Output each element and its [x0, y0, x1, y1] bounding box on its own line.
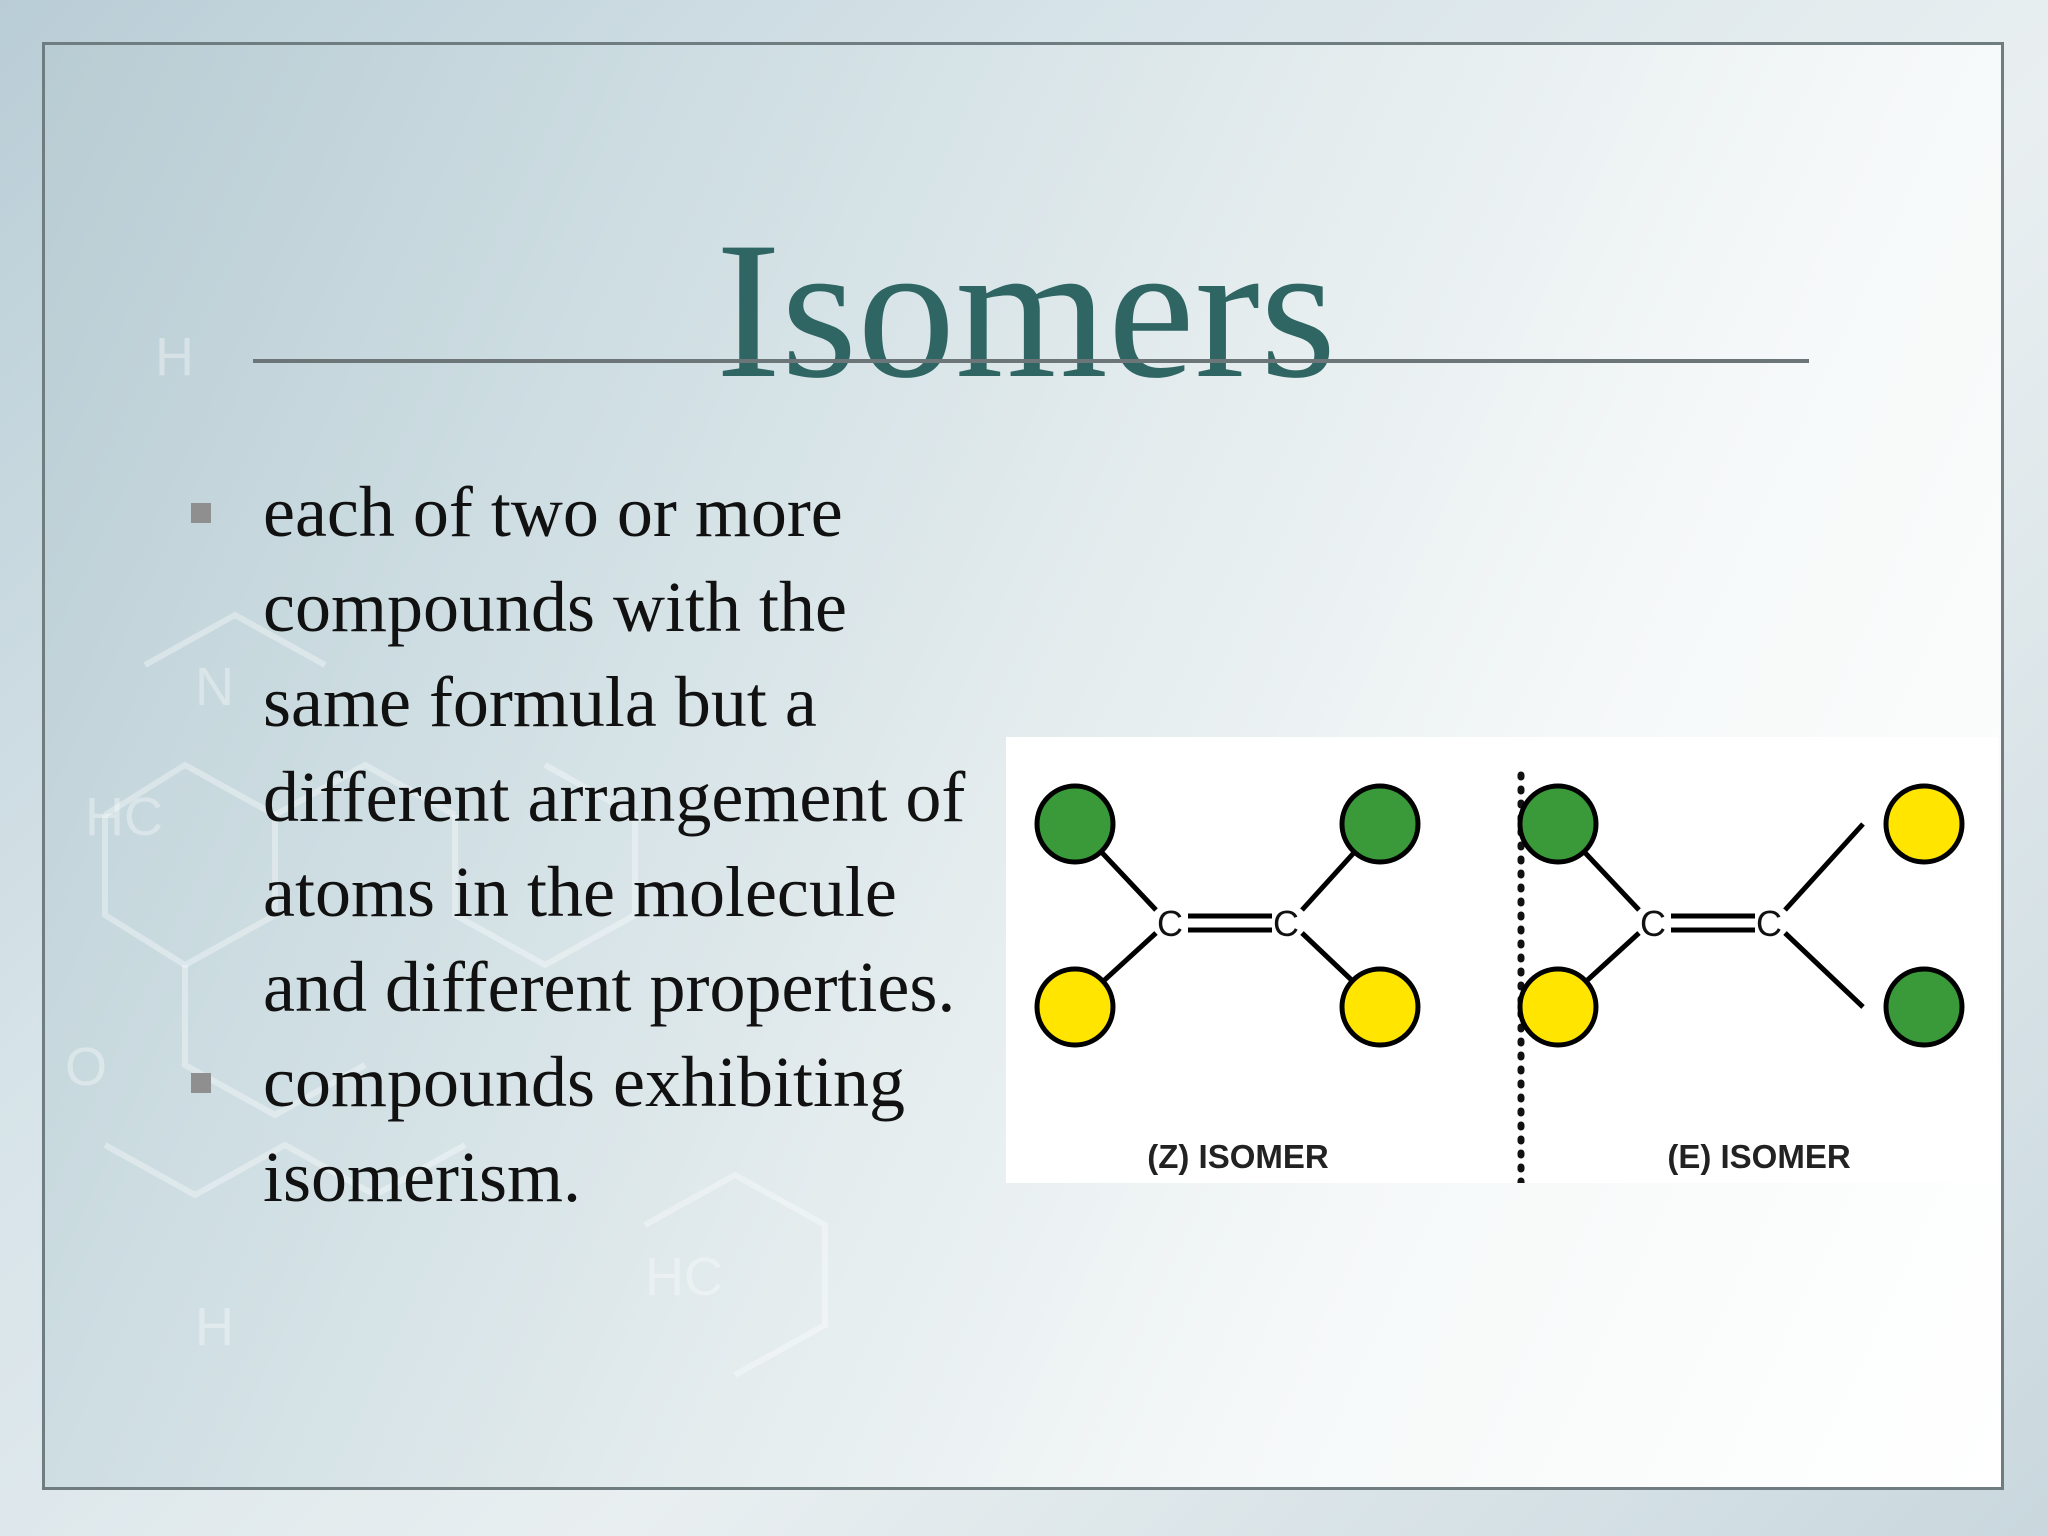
yellow-atom — [1339, 966, 1421, 1048]
green-atom — [1883, 966, 1965, 1048]
slide-title: Isomers — [715, 202, 1337, 419]
yellow-atom — [1883, 783, 1965, 865]
carbon-label: C — [1756, 903, 1782, 944]
green-atom — [1034, 783, 1116, 865]
bullet-text: compounds exhibiting isomerism. — [263, 1042, 905, 1217]
yellow-atom — [1517, 966, 1599, 1048]
bullet-item: each of two or more compounds with the s… — [145, 465, 1005, 1035]
slide: HC O HC H H N Isomers each of two or mor… — [42, 42, 2004, 1490]
svg-text:HC: HC — [645, 1247, 723, 1307]
isomer-diagram: C C (Z) ISOMER C C — [1006, 737, 1998, 1183]
yellow-atom — [1034, 966, 1116, 1048]
square-bullet-icon — [191, 1073, 211, 1093]
e-isomer-structure: C C (E) ISOMER — [1517, 783, 1965, 1175]
bullet-list: each of two or more compounds with the s… — [145, 465, 1005, 1225]
carbon-label: C — [1640, 903, 1666, 944]
title-underline — [253, 359, 1809, 363]
bullet-item: compounds exhibiting isomerism. — [145, 1035, 1005, 1225]
z-isomer-label: (Z) ISOMER — [1147, 1138, 1329, 1175]
carbon-label: C — [1273, 903, 1299, 944]
svg-text:O: O — [65, 1037, 107, 1097]
bullet-text: each of two or more compounds with the s… — [263, 472, 966, 1027]
z-isomer-structure: C C (Z) ISOMER — [1034, 783, 1421, 1175]
green-atom — [1339, 783, 1421, 865]
svg-text:H: H — [195, 1297, 234, 1357]
green-atom — [1517, 783, 1599, 865]
e-isomer-label: (E) ISOMER — [1667, 1138, 1851, 1175]
carbon-label: C — [1157, 903, 1183, 944]
square-bullet-icon — [191, 503, 211, 523]
